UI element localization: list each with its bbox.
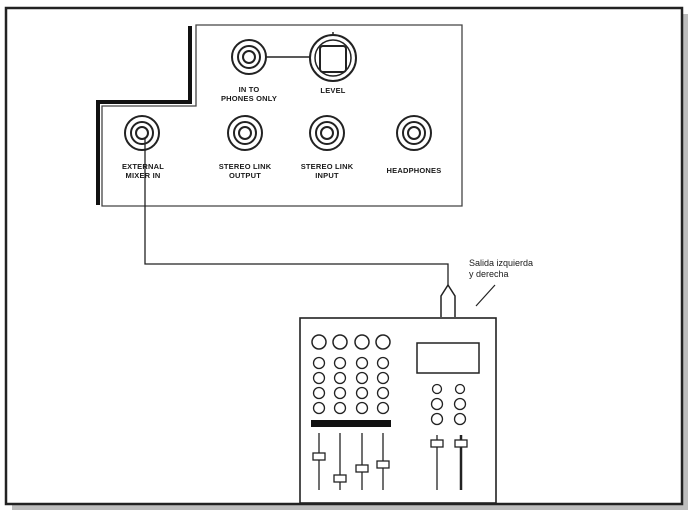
callout-salida: Salida izquierda y derecha bbox=[469, 258, 534, 279]
jack-stereo-link-output bbox=[227, 115, 263, 151]
cable-plug bbox=[440, 283, 456, 317]
mixer-knob-grid bbox=[312, 356, 390, 415]
master-faders bbox=[430, 435, 468, 490]
callout-pointer bbox=[475, 284, 496, 307]
channel-faders bbox=[312, 433, 390, 490]
panel-shadow bbox=[96, 26, 192, 205]
mixer-display bbox=[416, 342, 480, 374]
label-external-mixer-in: EXTERNAL MIXER IN bbox=[121, 162, 165, 180]
mixer-top-knobs bbox=[311, 334, 391, 350]
jack-external-mixer-in bbox=[124, 115, 160, 151]
jack-headphones bbox=[396, 115, 432, 151]
label-stereo-link-output: STEREO LINK OUTPUT bbox=[218, 162, 272, 180]
label-level: LEVEL bbox=[320, 86, 346, 95]
rear-panel bbox=[101, 24, 463, 207]
cable bbox=[144, 139, 449, 285]
jack-stereo-link-input bbox=[309, 115, 345, 151]
label-headphones: HEADPHONES bbox=[386, 166, 442, 175]
label-in-to-phones-only: IN TO PHONES ONLY bbox=[220, 85, 278, 103]
mixer-scribble-strip bbox=[311, 420, 391, 427]
master-knobs bbox=[430, 383, 467, 426]
label-stereo-link-input: STEREO LINK INPUT bbox=[300, 162, 354, 180]
level-knob bbox=[309, 32, 357, 82]
jack-in-to-phones bbox=[231, 39, 267, 75]
